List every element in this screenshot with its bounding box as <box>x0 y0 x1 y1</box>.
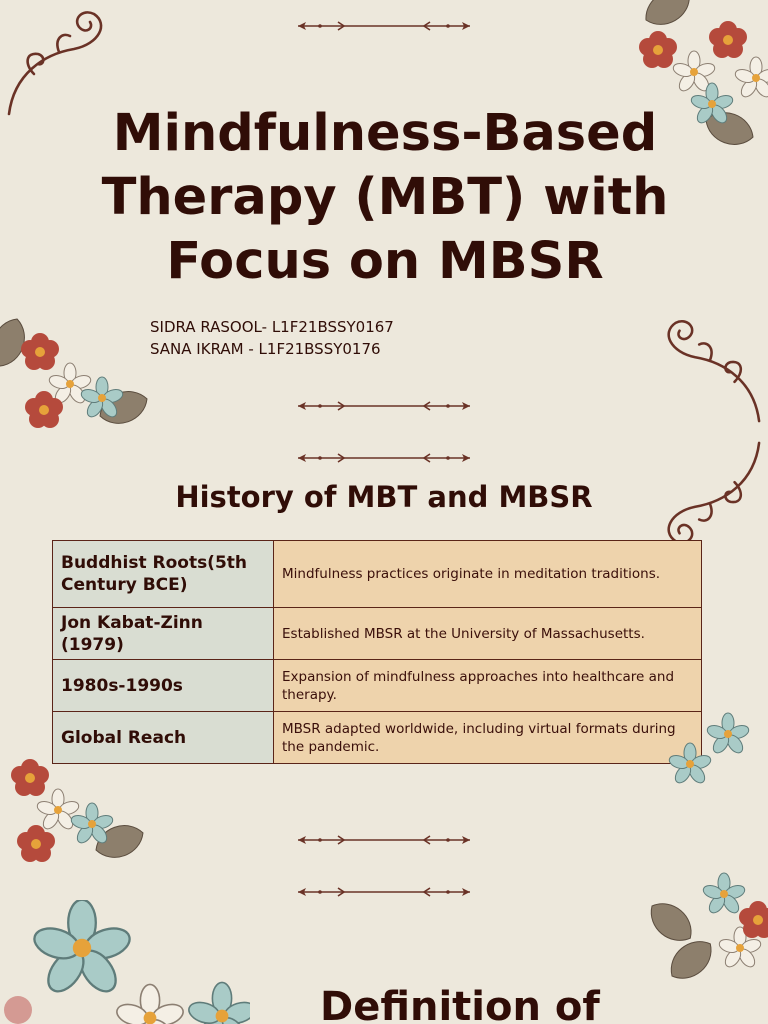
period-cell: Jon Kabat-Zinn (1979) <box>52 607 274 660</box>
flower-cluster-icon <box>4 900 250 1024</box>
author-name: SIDRA RASOOL- L1F21BSSY0167 <box>150 318 394 336</box>
arrow-divider-icon <box>297 887 471 897</box>
definition-slide: Definition of <box>0 866 768 1024</box>
period-cell: Buddhist Roots(5th Century BCE) <box>52 540 274 608</box>
section-heading: Definition of <box>320 984 600 1024</box>
description-cell: MBSR adapted worldwide, including virtua… <box>273 711 702 764</box>
author-name: SANA IKRAM - L1F21BSSY0176 <box>150 340 381 358</box>
flower-cluster-icon <box>0 313 153 430</box>
arrow-divider-icon <box>297 401 471 411</box>
title-slide: Mindfulness-Based Therapy (MBT) with Foc… <box>0 0 768 430</box>
swirl-ornament-icon <box>667 320 761 423</box>
arrow-divider-icon <box>297 835 471 845</box>
history-slide: History of MBT and MBSR Buddhist Roots(5… <box>0 432 768 864</box>
section-heading: History of MBT and MBSR <box>175 480 593 514</box>
arrow-divider-icon <box>297 453 471 463</box>
table-row: 1980s-1990s Expansion of mindfulness app… <box>52 659 702 712</box>
flower-cluster-icon <box>667 712 751 787</box>
presentation-title: Mindfulness-Based Therapy (MBT) with Foc… <box>101 104 669 291</box>
period-cell: Global Reach <box>52 711 274 764</box>
arrow-divider-icon <box>297 21 471 31</box>
table-row: Jon Kabat-Zinn (1979) Established MBSR a… <box>52 607 702 660</box>
description-cell: Established MBSR at the University of Ma… <box>273 607 702 660</box>
description-cell: Expansion of mindfulness approaches into… <box>273 659 702 712</box>
table-row: Buddhist Roots(5th Century BCE) Mindfuln… <box>52 540 702 608</box>
table-row: Global Reach MBSR adapted worldwide, inc… <box>52 711 702 764</box>
flower-cluster-icon <box>641 872 768 988</box>
history-table: Buddhist Roots(5th Century BCE) Mindfuln… <box>52 540 702 764</box>
flower-cluster-icon <box>11 759 149 864</box>
period-cell: 1980s-1990s <box>52 659 274 712</box>
description-cell: Mindfulness practices originate in medit… <box>273 540 702 608</box>
author-list: SIDRA RASOOL- L1F21BSSY0167 SANA IKRAM -… <box>150 316 394 360</box>
